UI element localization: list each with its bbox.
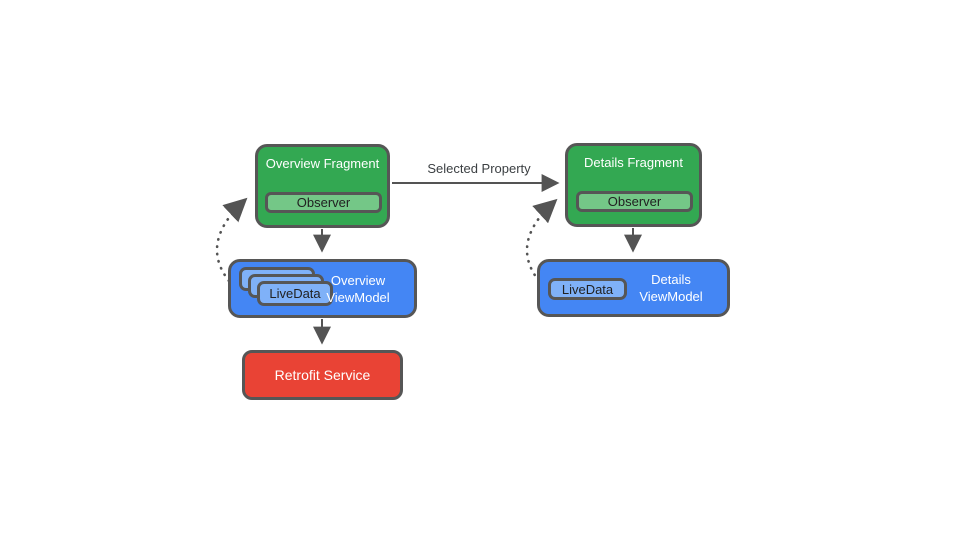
details-viewmodel-node: LiveData Details ViewModel	[537, 259, 730, 317]
details-fragment-title: Details Fragment	[584, 155, 683, 170]
overview-fragment-title: Overview Fragment	[265, 156, 380, 171]
overview-livedata-box: LiveData	[257, 281, 333, 306]
details-livedata-box: LiveData	[548, 278, 627, 300]
details-fragment-node: Details Fragment Observer	[565, 143, 702, 227]
retrofit-service-title: Retrofit Service	[274, 367, 371, 383]
details-observer-box: Observer	[576, 191, 693, 212]
overview-fragment-node: Overview Fragment Observer	[255, 144, 390, 228]
overview-viewmodel-node: LiveData Overview ViewModel	[228, 259, 417, 318]
retrofit-service-node: Retrofit Service	[242, 350, 403, 400]
overview-observer-box: Observer	[265, 192, 382, 213]
details-viewmodel-title: Details ViewModel	[639, 272, 703, 304]
overview-viewmodel-title: Overview ViewModel	[326, 272, 390, 305]
selected-property-label: Selected Property	[427, 161, 531, 176]
